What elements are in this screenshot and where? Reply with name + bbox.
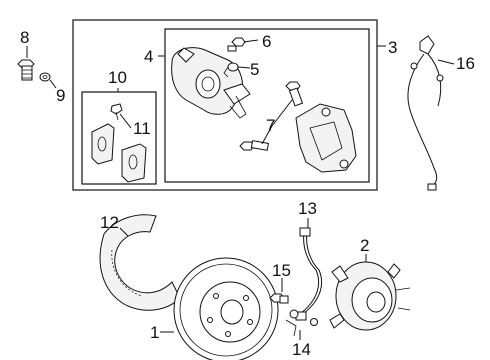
leader-lines — [26, 39, 455, 340]
wheel-speed-sensor-part-16 — [407, 35, 444, 191]
callout-16: 16 — [456, 54, 475, 73]
caliper-assembly-frame — [72, 19, 378, 191]
bolt-part-8 — [17, 59, 35, 81]
caliper-bracket — [295, 103, 357, 173]
brake-disc-part-1 — [173, 257, 279, 360]
brake-hose-part-13 — [295, 227, 323, 321]
callout-9: 9 — [56, 86, 65, 105]
caliper-body-part-4 — [171, 47, 251, 119]
dust-shield-part-12 — [99, 214, 181, 311]
cap-part-5 — [223, 62, 239, 78]
callout-14: 14 — [292, 340, 311, 359]
caliper-subassembly-frame — [164, 28, 370, 183]
callout-3: 3 — [388, 38, 397, 57]
bleeder-screw-part-6 — [227, 37, 246, 52]
callout-12: 12 — [100, 213, 119, 232]
callout-4: 4 — [144, 47, 153, 66]
callout-5: 5 — [250, 60, 259, 79]
callout-7: 7 — [266, 116, 275, 135]
hose-fittings-part-14 — [285, 309, 318, 337]
callout-11: 11 — [133, 119, 151, 138]
callout-15: 15 — [272, 261, 291, 280]
washer-part-9 — [39, 72, 51, 82]
brake-pads-part-10 — [91, 123, 147, 183]
callout-10: 10 — [108, 68, 127, 87]
hub-bearing-part-2 — [329, 261, 411, 331]
callout-13: 13 — [298, 199, 317, 218]
callout-8: 8 — [20, 28, 29, 47]
callout-2: 2 — [360, 236, 369, 255]
callout-6: 6 — [262, 32, 271, 51]
bolt-part-15 — [269, 293, 289, 304]
pad-clip-part-11 — [110, 103, 123, 121]
brake-pad-kit-frame — [81, 91, 157, 185]
callout-1: 1 — [150, 323, 159, 342]
guide-pin-bolt-part-7 — [239, 81, 304, 151]
